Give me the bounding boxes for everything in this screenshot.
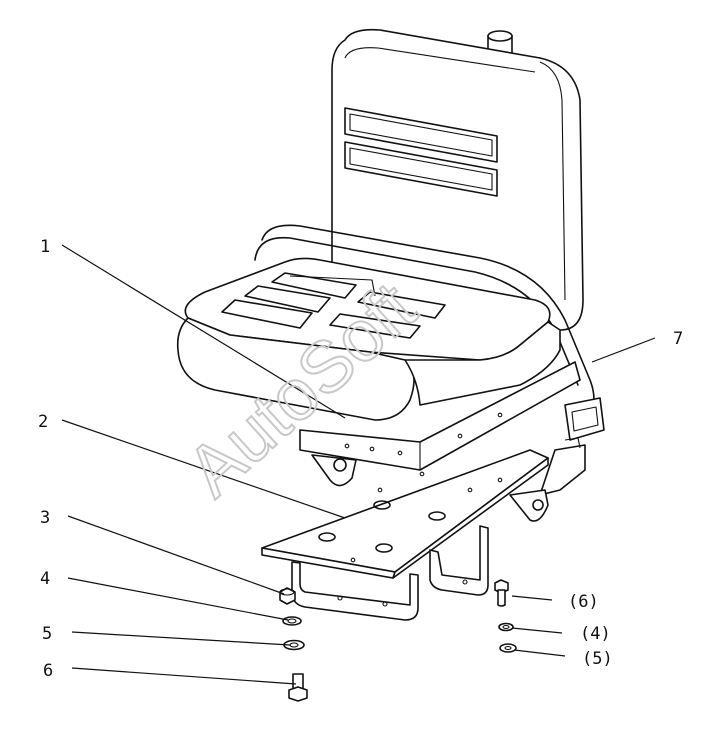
callout-5: 5 <box>42 624 52 644</box>
callout-2: 2 <box>38 412 48 432</box>
callout-3: 3 <box>40 508 50 528</box>
callout-4: 4 <box>40 569 50 589</box>
nut-3 <box>279 587 296 605</box>
callout-1: 1 <box>40 237 50 257</box>
washer-4-right <box>498 622 514 632</box>
mounting-plate <box>261 449 549 579</box>
callout-6: 6 <box>43 661 53 681</box>
callout-6-right: (6) <box>568 592 599 612</box>
bolt-6-right <box>494 579 509 607</box>
seat-backrest <box>331 28 584 331</box>
washer-4 <box>282 616 302 626</box>
seat-frame <box>299 361 581 522</box>
callout-7: 7 <box>673 329 683 349</box>
lower-brackets <box>291 525 489 621</box>
leader-lines <box>61 244 656 685</box>
callout-4-right: (4) <box>580 624 611 644</box>
seat-cushion <box>176 257 561 421</box>
washer-5-right <box>499 643 517 653</box>
bolt-6 <box>288 673 308 702</box>
callout-5-right: (5) <box>582 649 613 669</box>
